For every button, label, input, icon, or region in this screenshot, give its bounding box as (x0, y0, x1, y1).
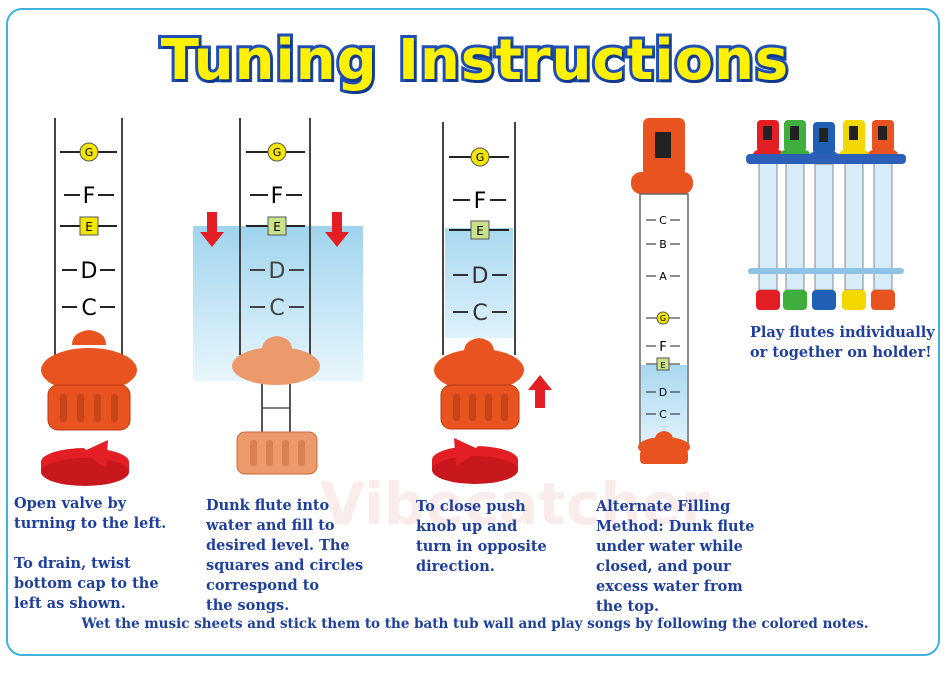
svg-text:D: D (81, 259, 98, 284)
step1-note-f: F (64, 184, 114, 209)
step3-caption: To close push knob up and turn in opposi… (416, 498, 547, 575)
svg-text:D: D (659, 386, 667, 399)
svg-text:F: F (83, 184, 96, 209)
svg-text:G: G (273, 146, 282, 159)
step3-note-d: D (453, 264, 507, 289)
holder-flute-red (753, 120, 783, 310)
step4-note-c-low: C (646, 408, 680, 421)
step1-note-c: C (62, 296, 115, 321)
step1-caption: Open valve by turning to the left. To dr… (14, 495, 167, 612)
step1-note-d: D (62, 259, 115, 284)
step3-rotate-right-arrow (432, 436, 518, 484)
svg-text:E: E (476, 224, 484, 238)
holder-flute-orange (868, 120, 898, 310)
step2-note-g: G (246, 142, 305, 162)
footer-instruction: Wet the music sheets and stick them to t… (81, 616, 869, 632)
holder-flute-yellow (839, 120, 869, 310)
step4-note-a: A (646, 270, 680, 283)
step3-note-g: G (449, 147, 509, 167)
svg-text:F: F (659, 340, 666, 355)
step4-note-g: G (646, 311, 680, 325)
svg-text:F: F (271, 184, 284, 209)
page-title: Tuning Instructions (158, 25, 792, 96)
step4-caption: Alternate Filling Method: Dunk flute und… (596, 498, 755, 615)
step1-note-e: E (60, 216, 117, 236)
step3-note-c: C (453, 301, 507, 326)
svg-text:A: A (659, 270, 667, 283)
step2-note-c: C (250, 296, 304, 321)
step4-note-c-high: C (646, 214, 680, 227)
svg-text:F: F (474, 189, 487, 214)
step3-up-arrow (528, 375, 552, 408)
svg-text:C: C (659, 214, 667, 227)
step2-down-arrow-left (200, 212, 224, 247)
step2-down-arrow-right (325, 212, 349, 247)
svg-text:G: G (660, 314, 666, 323)
holder-flute-blue (809, 122, 839, 310)
step2-note-d: D (250, 259, 304, 284)
flute-holder-set (746, 120, 906, 310)
holder-flute-green (780, 120, 810, 310)
holder-rack-bottom (748, 268, 904, 274)
svg-text:C: C (81, 296, 96, 321)
step3-note-f: F (453, 189, 506, 214)
svg-text:G: G (85, 146, 94, 159)
step1-note-g: G (60, 142, 117, 162)
watermark: Vibecatcher (320, 470, 710, 538)
step2-note-f: F (250, 184, 302, 209)
holder-caption: Play flutes individually or together on … (750, 324, 935, 361)
svg-text:C: C (472, 301, 487, 326)
svg-text:D: D (269, 259, 286, 284)
step4-note-e: E (646, 357, 680, 371)
svg-text:C: C (659, 408, 667, 421)
step1-flute: G F E D C (41, 118, 137, 431)
svg-text:B: B (659, 238, 667, 251)
svg-text:G: G (476, 151, 485, 164)
step3-note-e: E (449, 220, 509, 240)
svg-text:E: E (273, 220, 281, 234)
svg-text:D: D (472, 264, 489, 289)
step4-note-b: B (646, 238, 680, 251)
step4-note-d: D (646, 386, 680, 399)
svg-text:E: E (85, 220, 93, 234)
holder-rack-top (746, 154, 906, 164)
svg-text:E: E (660, 361, 665, 370)
step1-rotate-left-arrow (41, 438, 129, 486)
svg-text:C: C (269, 296, 284, 321)
step3-flute: G F E D C (434, 122, 524, 430)
step2-note-e: E (246, 216, 305, 236)
step4-note-f: F (646, 340, 680, 355)
step2-flute: G F E D C (232, 118, 320, 475)
step4-flute: C B A G F E D C (631, 118, 693, 464)
step2-caption: Dunk flute into water and fill to desire… (206, 497, 364, 614)
